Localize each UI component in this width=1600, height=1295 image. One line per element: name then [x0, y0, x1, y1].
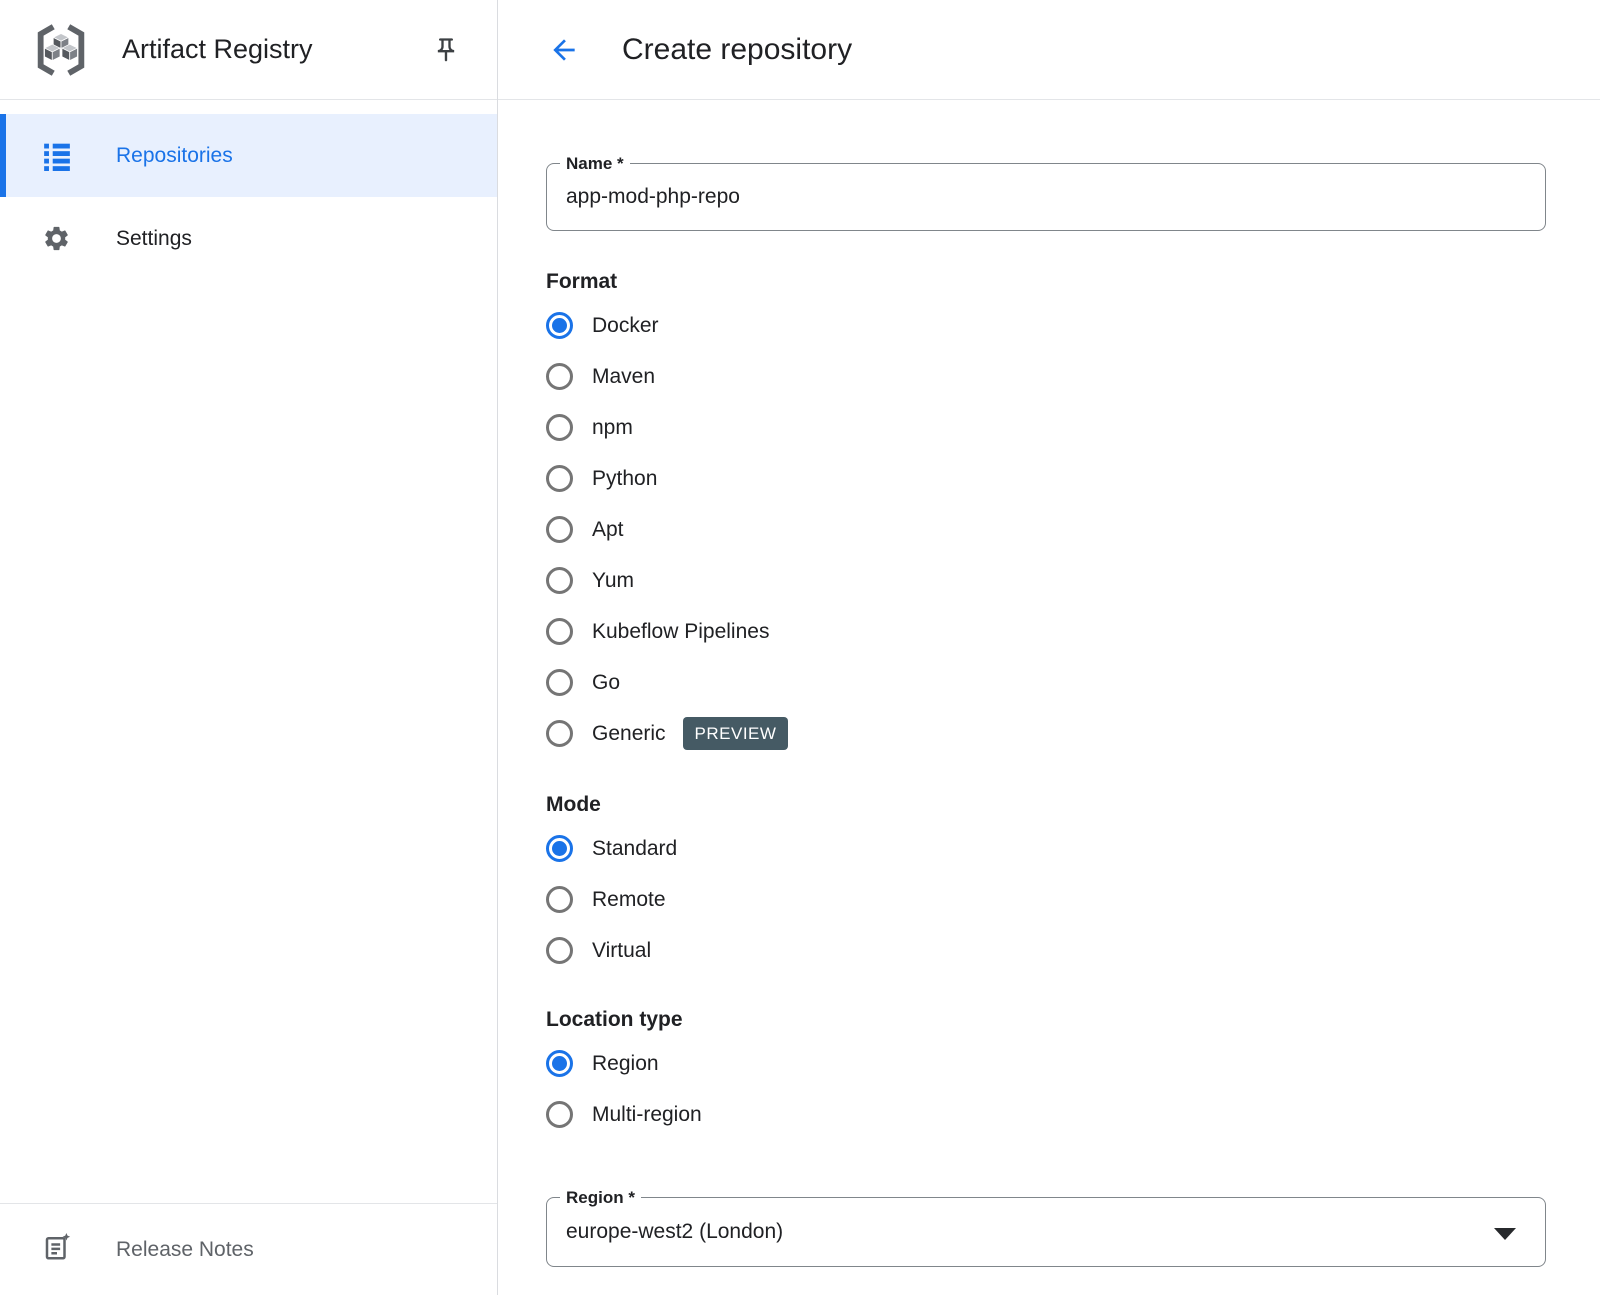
radio-label: Maven	[592, 364, 656, 388]
radio-label: Kubeflow Pipelines	[592, 619, 770, 643]
region-select-label: Region *	[560, 1188, 641, 1208]
sidebar-nav: Repositories Settings	[0, 100, 497, 280]
sidebar-item-label: Settings	[116, 226, 192, 250]
format-option-generic[interactable]: Generic PREVIEW	[546, 708, 1600, 759]
release-notes-link[interactable]: Release Notes	[0, 1203, 497, 1295]
radio-unchecked-icon[interactable]	[546, 414, 573, 441]
radio-label: Multi-region	[592, 1102, 702, 1126]
radio-unchecked-icon[interactable]	[546, 1101, 573, 1128]
radio-unchecked-icon[interactable]	[546, 937, 573, 964]
format-option-yum[interactable]: Yum	[546, 555, 1600, 606]
region-select-value: europe-west2 (London)	[566, 1220, 784, 1243]
format-option-python[interactable]: Python	[546, 453, 1600, 504]
pin-icon[interactable]	[429, 33, 463, 67]
list-icon	[42, 141, 72, 171]
sidebar-header: Artifact Registry	[0, 0, 497, 100]
radio-label: Python	[592, 466, 658, 490]
location-type-radio-group: Region Multi-region	[546, 1038, 1600, 1140]
radio-label: Remote	[592, 887, 666, 911]
radio-label: Docker	[592, 313, 659, 337]
gear-icon	[42, 224, 72, 254]
radio-unchecked-icon[interactable]	[546, 618, 573, 645]
mode-option-remote[interactable]: Remote	[546, 874, 1600, 925]
format-option-apt[interactable]: Apt	[546, 504, 1600, 555]
format-option-kubeflow-pipelines[interactable]: Kubeflow Pipelines	[546, 606, 1600, 657]
radio-unchecked-icon[interactable]	[546, 567, 573, 594]
format-option-go[interactable]: Go	[546, 657, 1600, 708]
format-option-docker[interactable]: Docker	[546, 300, 1600, 351]
location-type-section: Location type Region Multi-region	[546, 1008, 1600, 1140]
region-select[interactable]: Region * europe-west2 (London)	[546, 1188, 1546, 1267]
main-panel: Create repository Name * app-mod-php-rep…	[498, 0, 1600, 1295]
format-section: Format Docker Maven npm	[546, 270, 1600, 759]
create-repository-form: Name * app-mod-php-repo Format Docker Ma…	[498, 154, 1600, 1267]
radio-label: Apt	[592, 517, 624, 541]
sidebar-item-settings[interactable]: Settings	[0, 197, 497, 280]
name-input[interactable]: Name * app-mod-php-repo	[546, 154, 1546, 231]
radio-label: Virtual	[592, 938, 652, 962]
page-title: Create repository	[622, 32, 853, 66]
location-option-region[interactable]: Region	[546, 1038, 1600, 1089]
name-input-label: Name *	[560, 154, 630, 174]
radio-unchecked-icon[interactable]	[546, 465, 573, 492]
mode-option-virtual[interactable]: Virtual	[546, 925, 1600, 976]
radio-unchecked-icon[interactable]	[546, 669, 573, 696]
page-header: Create repository	[498, 0, 1600, 100]
sidebar-item-label: Repositories	[116, 143, 233, 167]
radio-label: Standard	[592, 836, 678, 860]
preview-badge: PREVIEW	[682, 717, 789, 750]
format-option-npm[interactable]: npm	[546, 402, 1600, 453]
mode-radio-group: Standard Remote Virtual	[546, 823, 1600, 976]
radio-unchecked-icon[interactable]	[546, 516, 573, 543]
name-input-value: app-mod-php-repo	[566, 185, 740, 208]
dropdown-caret-icon	[1494, 1228, 1516, 1240]
sidebar: Artifact Registry	[0, 0, 498, 1295]
release-notes-label: Release Notes	[116, 1237, 254, 1261]
release-notes-icon	[42, 1232, 72, 1267]
radio-label: npm	[592, 415, 633, 439]
mode-section: Mode Standard Remote Virtual	[546, 793, 1600, 976]
location-option-multi-region[interactable]: Multi-region	[546, 1089, 1600, 1140]
radio-label: Generic	[592, 721, 666, 745]
radio-label: Go	[592, 670, 621, 694]
radio-checked-icon[interactable]	[546, 1050, 573, 1077]
radio-label: Yum	[592, 568, 635, 592]
radio-checked-icon[interactable]	[546, 312, 573, 339]
format-heading: Format	[546, 270, 618, 293]
artifact-registry-logo-icon	[37, 23, 85, 76]
location-type-heading: Location type	[546, 1008, 683, 1031]
radio-unchecked-icon[interactable]	[546, 720, 573, 747]
format-option-maven[interactable]: Maven	[546, 351, 1600, 402]
radio-unchecked-icon[interactable]	[546, 363, 573, 390]
radio-label: Region	[592, 1051, 659, 1075]
mode-heading: Mode	[546, 793, 601, 816]
mode-option-standard[interactable]: Standard	[546, 823, 1600, 874]
back-arrow-icon[interactable]	[546, 32, 582, 68]
radio-unchecked-icon[interactable]	[546, 886, 573, 913]
app-title: Artifact Registry	[122, 34, 313, 64]
radio-checked-icon[interactable]	[546, 835, 573, 862]
format-radio-group: Docker Maven npm Python	[546, 300, 1600, 759]
sidebar-item-repositories[interactable]: Repositories	[0, 114, 497, 197]
